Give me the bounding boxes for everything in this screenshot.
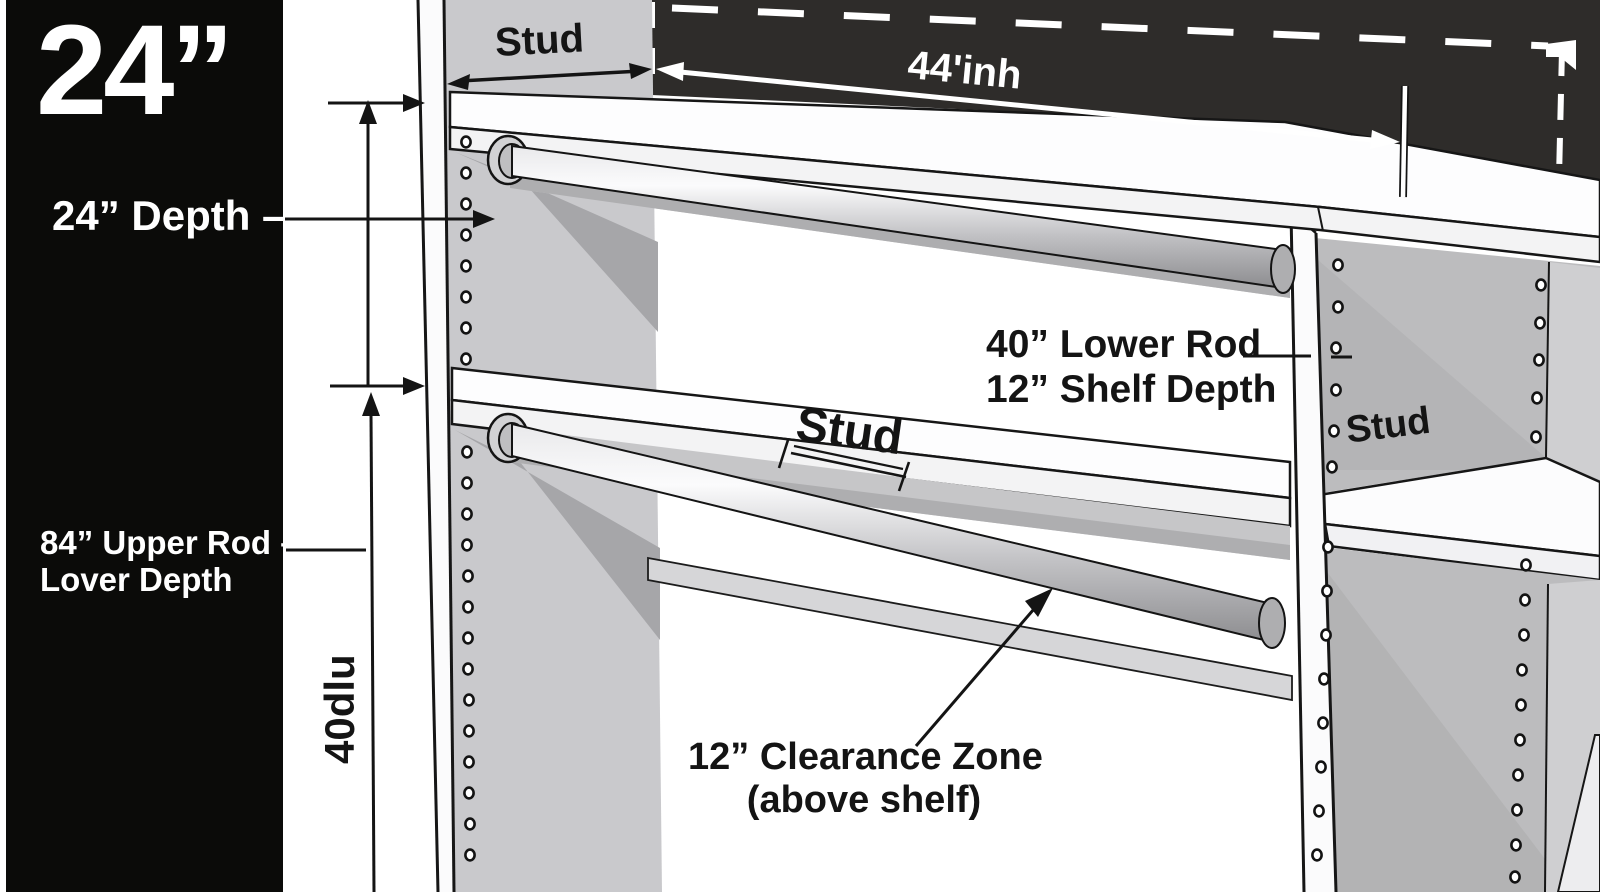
arrowhead-up-upper — [359, 100, 377, 124]
sidebar-upper-rod-label: 84” Upper Rod – Lover Depth — [40, 524, 299, 598]
stud-span-arrow — [459, 69, 641, 83]
lower-shelf-shadow — [455, 430, 660, 640]
right-section-lower — [1316, 546, 1600, 892]
height-dimension-label: 40dlu — [316, 654, 363, 764]
width-dim-arrow-right — [1370, 130, 1400, 149]
wall-dashed-top-line — [671, 4, 1549, 50]
dimension-annotations — [285, 63, 1352, 892]
lower-rod-label-line1: 40” Lower Rod — [986, 323, 1262, 366]
clearance-arrow-line — [914, 601, 1042, 747]
upper-rod-label-line1: 84” Upper Rod – — [40, 524, 299, 561]
wall-dashed-corner-flag — [1546, 40, 1576, 70]
arrowhead-depth-callout — [473, 210, 495, 228]
clearance-zone-label: 12” Clearance Zone (above shelf) — [688, 736, 1043, 822]
width-dim-line — [669, 68, 1373, 143]
clearance-label-line2: (above shelf) — [746, 779, 982, 821]
width-dim-end-tick — [1400, 85, 1408, 198]
lower-rod-label-line2: 12” Shelf Depth — [986, 368, 1277, 411]
upper-rod — [486, 134, 1296, 298]
arrowhead-up-lower — [362, 392, 380, 416]
bottom-right-sliver — [1556, 734, 1600, 892]
stud-label-top-left: Stud — [493, 16, 586, 65]
lower-rod-label: 40” Lower Rod 12” Shelf Depth — [986, 322, 1276, 412]
upper-shelf-shadow — [455, 152, 658, 332]
lower-rod — [486, 412, 1293, 702]
upper-rod-label-line2: Lover Depth — [40, 561, 233, 598]
left-panel-edge — [416, 0, 456, 892]
arrowhead-right-top — [403, 94, 425, 112]
clearance-arrowhead — [1025, 588, 1053, 617]
lower-rod-endcap — [1258, 597, 1286, 649]
arrowhead-right-mid — [403, 377, 425, 395]
upper-rod-endcap — [1270, 244, 1296, 294]
width-dim-arrow-left — [656, 62, 684, 81]
clearance-label-line1: 12” Clearance Zone — [688, 736, 1043, 778]
sidebar-size-label: 24” — [36, 0, 234, 142]
top-shelf — [448, 90, 1600, 264]
sidebar-depth-label: 24” Depth – — [52, 192, 286, 239]
back-wall-band — [647, 556, 1293, 702]
stud-mid-underline — [790, 451, 907, 479]
left-dimension-sidebar — [6, 0, 283, 892]
wall-dashed-right-line — [1556, 49, 1565, 179]
right-section-upper — [1315, 238, 1600, 493]
wall-dimension-white — [656, 62, 1409, 198]
